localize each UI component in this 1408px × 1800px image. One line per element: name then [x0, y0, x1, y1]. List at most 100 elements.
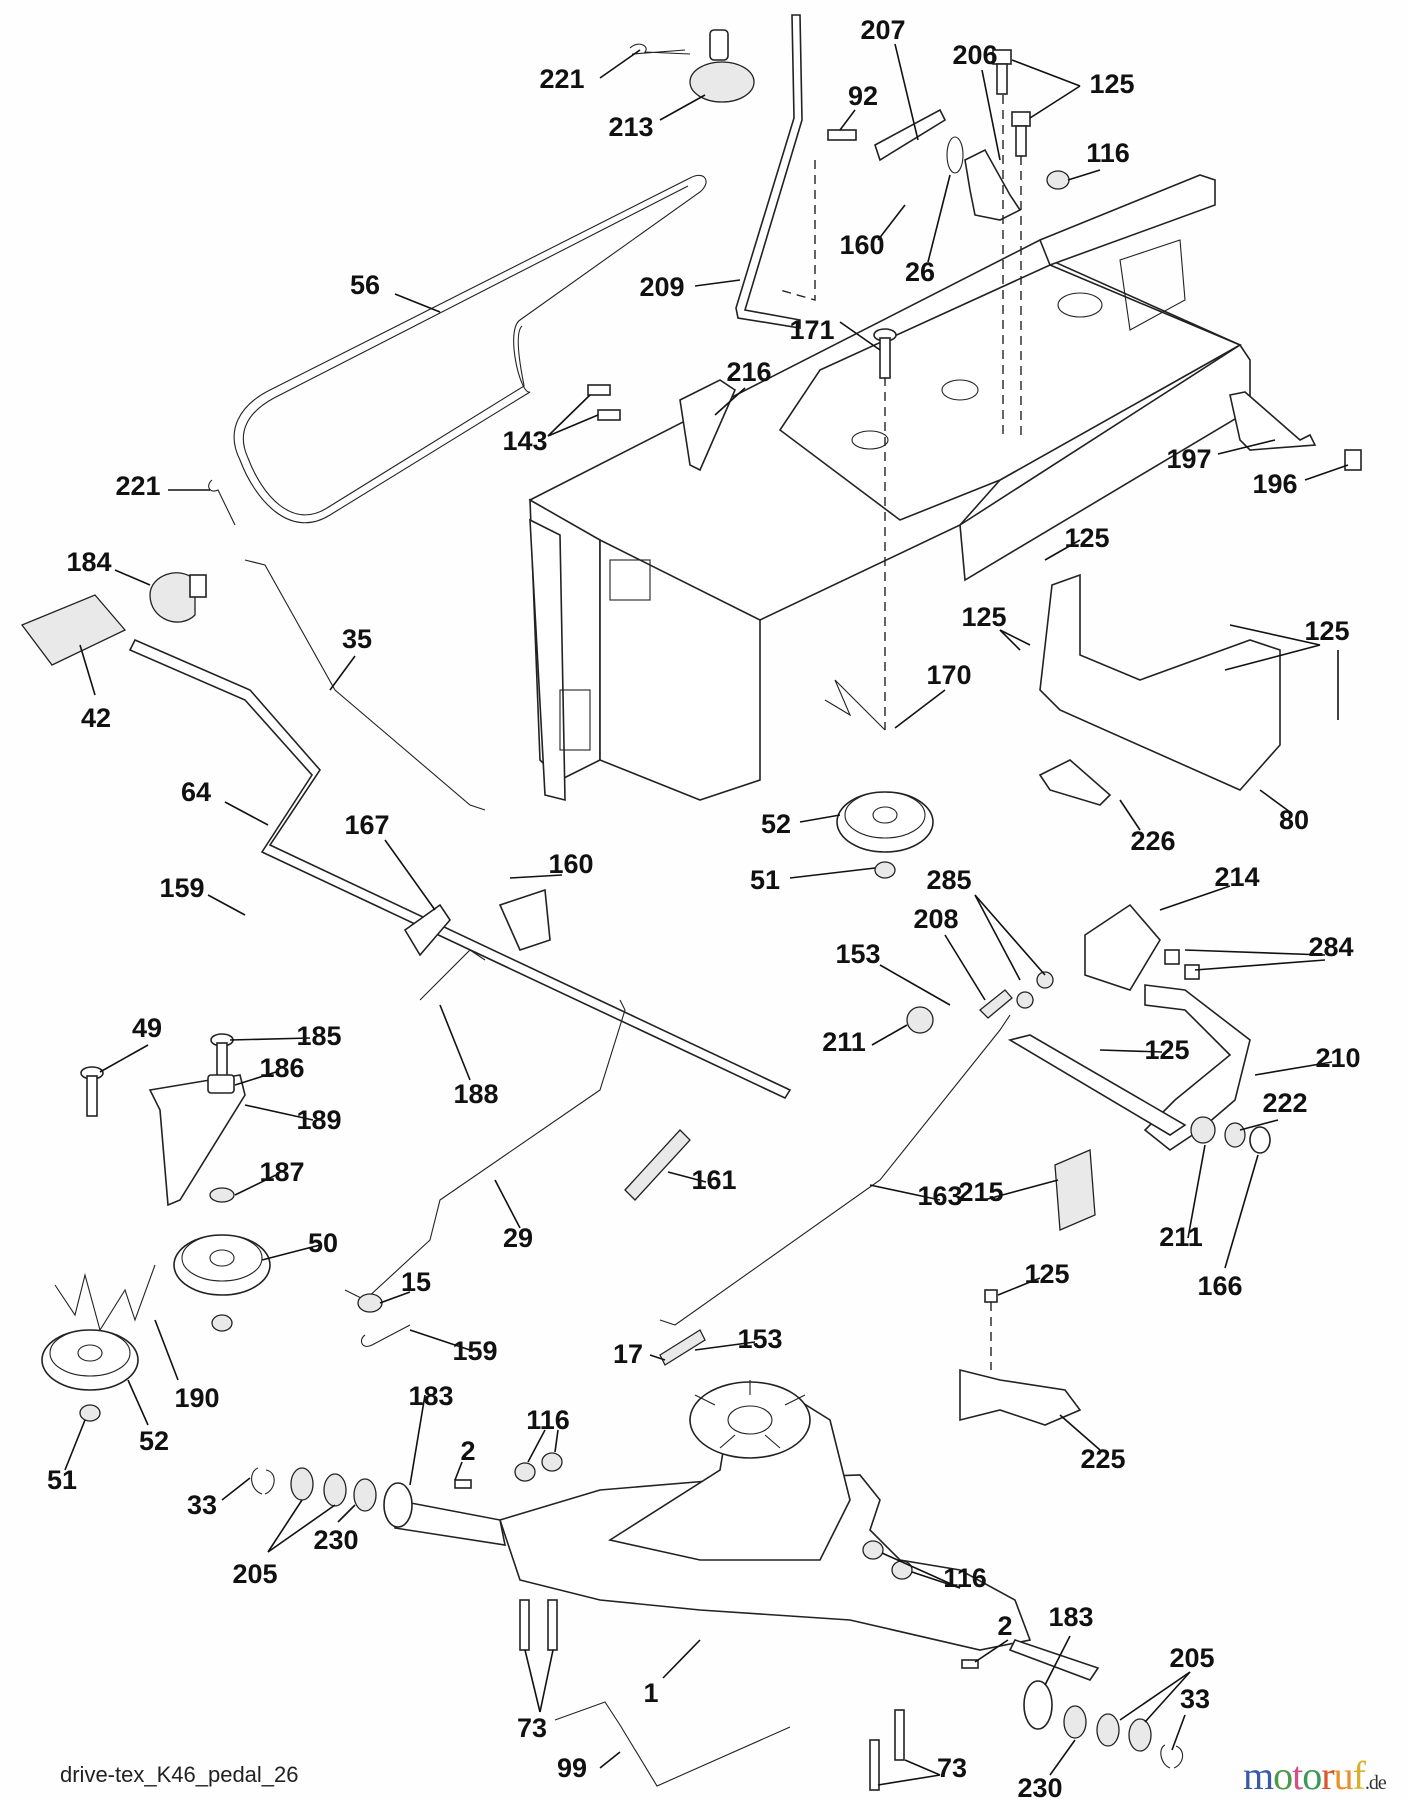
part-callout-116: 116 [526, 1405, 570, 1435]
leader-line [379, 1291, 411, 1304]
idler-pulley-upper [836, 791, 934, 853]
part-callout-42: 42 [81, 703, 111, 733]
leader-line [1059, 1414, 1101, 1451]
part-callout-209: 209 [639, 272, 684, 302]
part-callout-225: 225 [1080, 1444, 1125, 1474]
support-rod [1229, 391, 1317, 451]
part-callout-160: 160 [839, 230, 884, 260]
part-callout-125: 125 [1024, 1259, 1069, 1289]
part-callout-210: 210 [1315, 1043, 1360, 1073]
part-callout-205: 205 [232, 1559, 277, 1589]
part-callout-51: 51 [750, 865, 780, 895]
leader-line [1217, 439, 1276, 455]
handle-knob [149, 572, 196, 623]
leader-line [877, 1774, 941, 1786]
part-callout-196: 196 [1252, 469, 1297, 499]
extension-spring [624, 1129, 691, 1201]
leader-line [1159, 885, 1231, 911]
part-callout-26: 26 [905, 257, 935, 287]
leader-line [1184, 949, 1326, 956]
leader-line [1049, 1739, 1076, 1776]
mount-bracket [679, 379, 737, 472]
idler-pulley [173, 1234, 271, 1296]
leader-line [839, 321, 881, 351]
leader-line [1187, 1144, 1206, 1239]
part-callout-226: 226 [1130, 826, 1175, 856]
leader-line [1171, 1714, 1186, 1751]
leader-line [667, 1171, 707, 1183]
leader-line [1067, 169, 1101, 181]
leader-line [599, 49, 641, 79]
part-callout-125: 125 [1064, 523, 1109, 553]
leader-line [454, 1461, 463, 1481]
part-callout-125: 125 [961, 602, 1006, 632]
part-callout-213: 213 [608, 112, 653, 142]
part-callout-51: 51 [47, 1465, 77, 1495]
leader-line [1044, 1635, 1071, 1686]
part-callout-189: 189 [296, 1105, 341, 1135]
part-callout-143: 143 [502, 426, 547, 456]
part-callout-2: 2 [460, 1436, 475, 1466]
part-callout-285: 285 [926, 865, 971, 895]
leader-line [409, 1394, 426, 1486]
part-callout-50: 50 [308, 1228, 338, 1258]
leader-line [127, 1379, 149, 1426]
foot-pedal-pad [1084, 903, 1161, 991]
part-callout-183: 183 [408, 1381, 453, 1411]
part-callout-185: 185 [296, 1021, 341, 1051]
leader-line [154, 1319, 179, 1381]
part-callout-205: 205 [1169, 1643, 1214, 1673]
drive-pedal [1143, 984, 1251, 1151]
brand-suffix: .de [1364, 1772, 1387, 1794]
diagram-caption: drive-tex_K46_pedal_26 [60, 1762, 299, 1787]
part-callout-184: 184 [66, 547, 111, 577]
part-callout-56: 56 [350, 270, 380, 300]
part-callout-211: 211 [822, 1027, 866, 1057]
brand-letter: r [1321, 1753, 1334, 1798]
part-callout-125: 125 [1144, 1035, 1189, 1065]
part-callout-15: 15 [401, 1267, 431, 1297]
lift-lever-rod [735, 14, 803, 329]
leader-line [879, 964, 951, 1006]
leader-line [974, 1639, 1009, 1663]
brand-letter: o [1273, 1753, 1293, 1798]
part-callout-153: 153 [835, 939, 880, 969]
leader-line [659, 94, 706, 121]
part-callout-159: 159 [452, 1336, 497, 1366]
leader-line [999, 629, 1031, 646]
leader-line [1304, 464, 1349, 481]
part-callout-1: 1 [643, 1678, 658, 1708]
leader-lines [64, 43, 1349, 1786]
leader-line [1044, 539, 1081, 561]
leader-line [1254, 1061, 1333, 1076]
part-callout-64: 64 [181, 777, 211, 807]
pedal-cover [1054, 1149, 1096, 1231]
part-callout-116: 116 [1086, 138, 1130, 168]
leader-line [539, 1649, 554, 1713]
bypass-rod [554, 1701, 791, 1787]
leader-line [267, 1504, 336, 1553]
part-callout-197: 197 [1166, 444, 1211, 474]
part-callout-125: 125 [1089, 69, 1134, 99]
leader-line [944, 934, 986, 1001]
part-callout-221: 221 [539, 64, 584, 94]
drive-belt [233, 174, 707, 524]
leader-line [1239, 1119, 1279, 1131]
leader-line [234, 1071, 277, 1086]
leader-line [694, 279, 741, 287]
leader-line [547, 394, 591, 437]
part-callout-211: 211 [1159, 1222, 1203, 1252]
leader-line [1144, 1671, 1191, 1723]
bracket [964, 148, 1022, 221]
leader-line [1119, 799, 1141, 831]
leader-line [221, 1477, 251, 1501]
leader-line [649, 1354, 666, 1361]
leader-line [224, 801, 269, 826]
part-callout-49: 49 [132, 1013, 162, 1043]
part-callout-188: 188 [453, 1079, 498, 1109]
leader-line [1224, 1154, 1259, 1269]
leader-line [599, 1751, 621, 1769]
leader-line [999, 629, 1021, 651]
leader-line [911, 1571, 961, 1589]
